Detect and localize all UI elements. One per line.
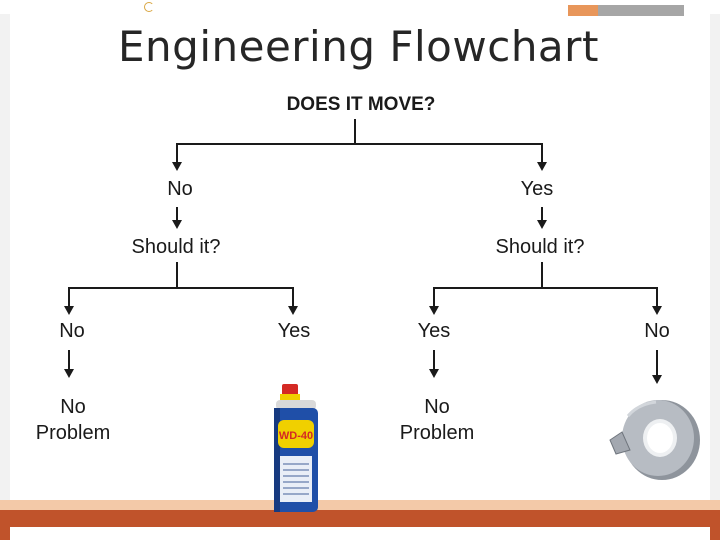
right-yes-result: No Problem (400, 394, 474, 446)
left-question: Should it? (131, 236, 221, 258)
right-stem-line (541, 207, 543, 221)
arrow-down-icon (652, 375, 662, 384)
right-answer-yes: Yes (520, 178, 554, 200)
arrow-down-icon (537, 220, 547, 229)
root-question: DOES IT MOVE? (286, 94, 436, 115)
left-question-stem (176, 262, 178, 288)
root-stem (354, 119, 356, 144)
right-margin (710, 14, 720, 510)
arrow-down-icon (429, 306, 439, 315)
left-no-answer: No (59, 320, 85, 342)
result-line-2: Problem (399, 422, 475, 444)
left-no-result: No Problem (36, 394, 110, 446)
arrow-down-icon (64, 369, 74, 378)
left-drop-line (176, 143, 178, 163)
top-strip (0, 0, 720, 14)
wd40-label: WD-40 (279, 430, 313, 442)
left-yes-answer: Yes (277, 320, 311, 342)
left-split-line (68, 287, 293, 289)
right-no-stem (656, 350, 658, 376)
right-question-stem (541, 262, 543, 288)
left-margin (0, 14, 10, 510)
arrow-down-icon (172, 162, 182, 171)
right-yes-drop (433, 287, 435, 307)
right-yes-answer: Yes (417, 320, 451, 342)
duct-tape-icon (609, 400, 700, 480)
arrow-down-icon (64, 306, 74, 315)
arrow-down-icon (429, 369, 439, 378)
page-title: Engineering Flowchart (118, 22, 599, 71)
right-question: Should it? (495, 236, 585, 258)
left-no-stem (68, 350, 70, 370)
header-tab-accent (568, 5, 598, 16)
left-no-drop (68, 287, 70, 307)
right-no-answer: No (644, 320, 670, 342)
left-answer-no: No (167, 178, 193, 200)
result-line-2: Problem (35, 422, 111, 444)
footer-edge (10, 527, 710, 540)
right-drop-line (541, 143, 543, 163)
right-no-drop (656, 287, 658, 307)
right-yes-stem (433, 350, 435, 370)
arrow-down-icon (172, 220, 182, 229)
right-split-line (433, 287, 657, 289)
root-split-line (176, 143, 542, 145)
arrow-down-icon (652, 306, 662, 315)
left-stem-line (176, 207, 178, 221)
result-line-1: No (60, 396, 86, 418)
wd40-can-icon: WD-40 (274, 384, 318, 512)
arrow-down-icon (288, 306, 298, 315)
arrow-down-icon (537, 162, 547, 171)
left-yes-drop (292, 287, 294, 307)
result-line-1: No (424, 396, 450, 418)
footer-band-light (0, 500, 720, 510)
corner-swirl-icon (144, 2, 154, 12)
header-tab (598, 5, 684, 16)
